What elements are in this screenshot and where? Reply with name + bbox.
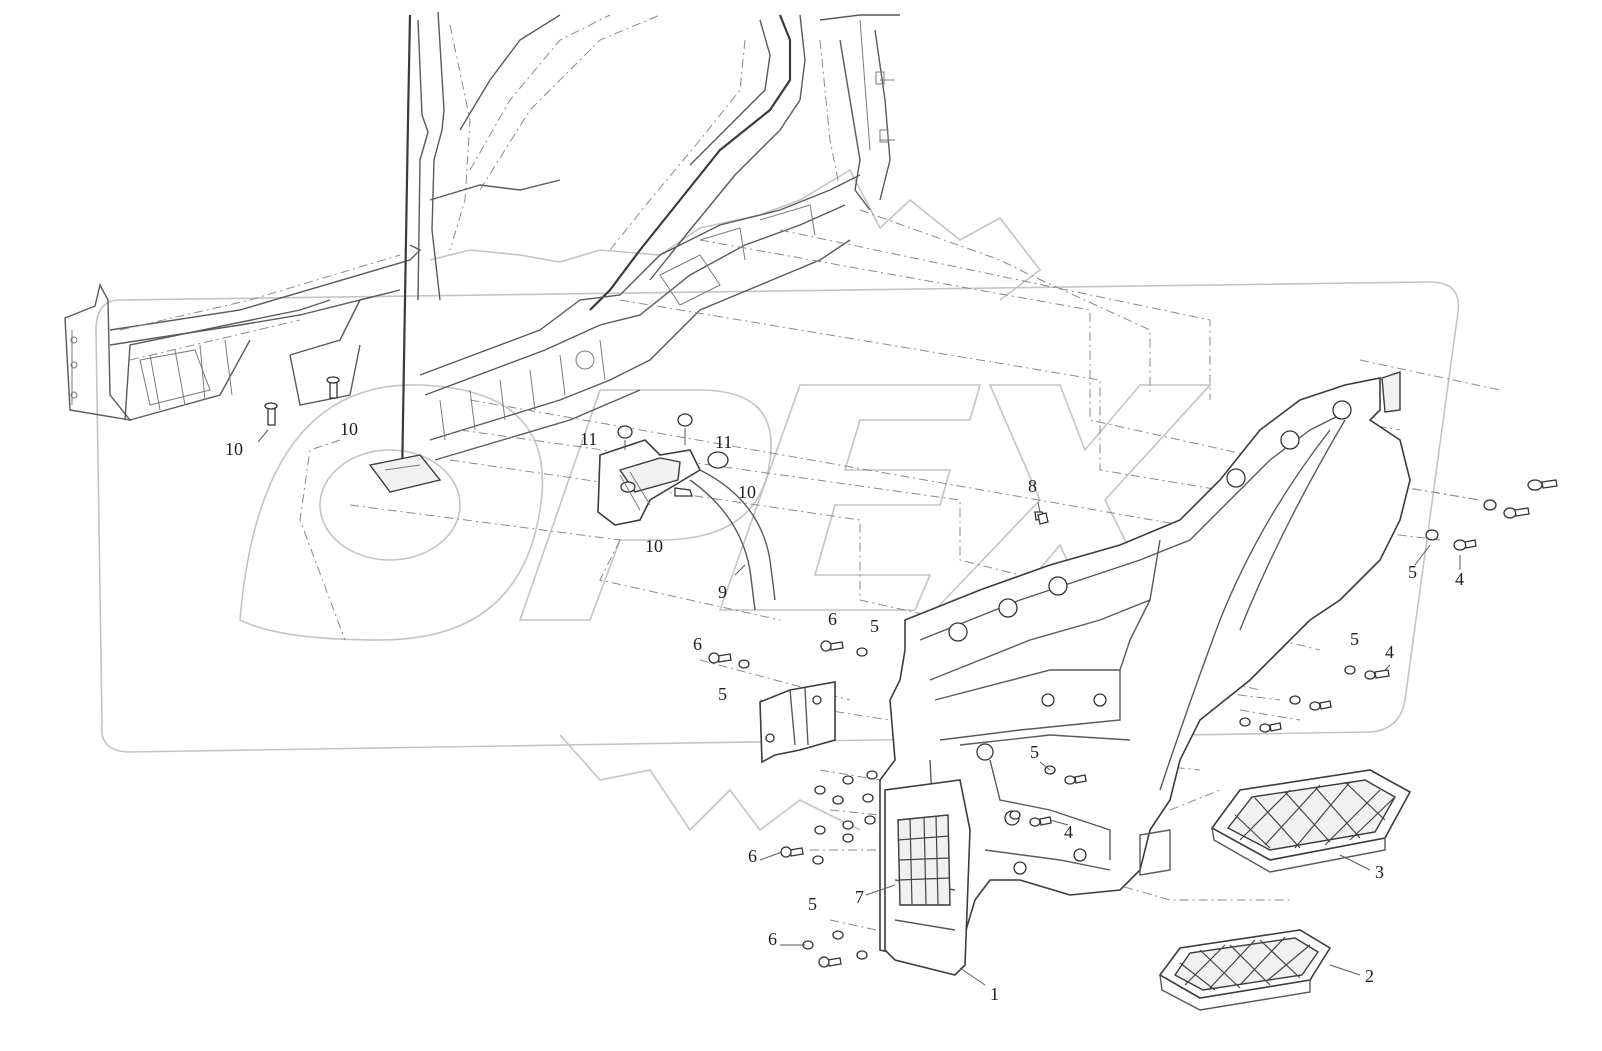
- callout-5-bottom: 5: [808, 894, 817, 914]
- part-1-step-housing: [879, 371, 1411, 976]
- callout-8: 8: [1028, 476, 1037, 496]
- callout-4-mid: 4: [1385, 642, 1394, 662]
- callout-5-top: 5: [1408, 562, 1417, 582]
- callout-6-mid: 6: [748, 846, 757, 866]
- callout-11-left: 11: [580, 429, 597, 449]
- callout-6-left: 6: [693, 634, 702, 654]
- callout-1: 1: [990, 984, 999, 1004]
- callout-11-right: 11: [715, 432, 732, 452]
- callout-10-far-left: 10: [225, 439, 243, 459]
- leader-lines: [257, 429, 1461, 986]
- callout-labels: 1 2 3 4 4 4 5 5 5 5 5 5 6 6 6 6 7 8 9 10…: [225, 419, 1464, 1004]
- callout-6-upper: 6: [828, 609, 837, 629]
- callout-10-right: 10: [738, 482, 756, 502]
- callout-2: 2: [1365, 966, 1374, 986]
- callout-3: 3: [1375, 862, 1384, 882]
- callout-5-left: 5: [718, 684, 727, 704]
- frame-bolts: [264, 376, 1048, 521]
- part-2-lower-step-tread: [1158, 929, 1332, 1011]
- part-3-upper-step-tread: [1210, 769, 1412, 873]
- callout-6-bottom: 6: [768, 929, 777, 949]
- callout-5-upper: 5: [870, 616, 879, 636]
- callout-9: 9: [718, 582, 727, 602]
- side-bracket-plate: [759, 681, 836, 764]
- part-9-hinge-bracket: [597, 413, 776, 611]
- cab-frame-structure: [64, 11, 900, 493]
- callout-4-top: 4: [1455, 569, 1464, 589]
- callout-5-mid: 5: [1350, 629, 1359, 649]
- callout-10-left: 10: [340, 419, 358, 439]
- callout-4-low: 4: [1064, 822, 1073, 842]
- callout-10-bottom: 10: [645, 536, 663, 556]
- opex-watermark: [95, 168, 1460, 832]
- callout-5-center: 5: [1030, 742, 1039, 762]
- callout-7: 7: [855, 887, 864, 907]
